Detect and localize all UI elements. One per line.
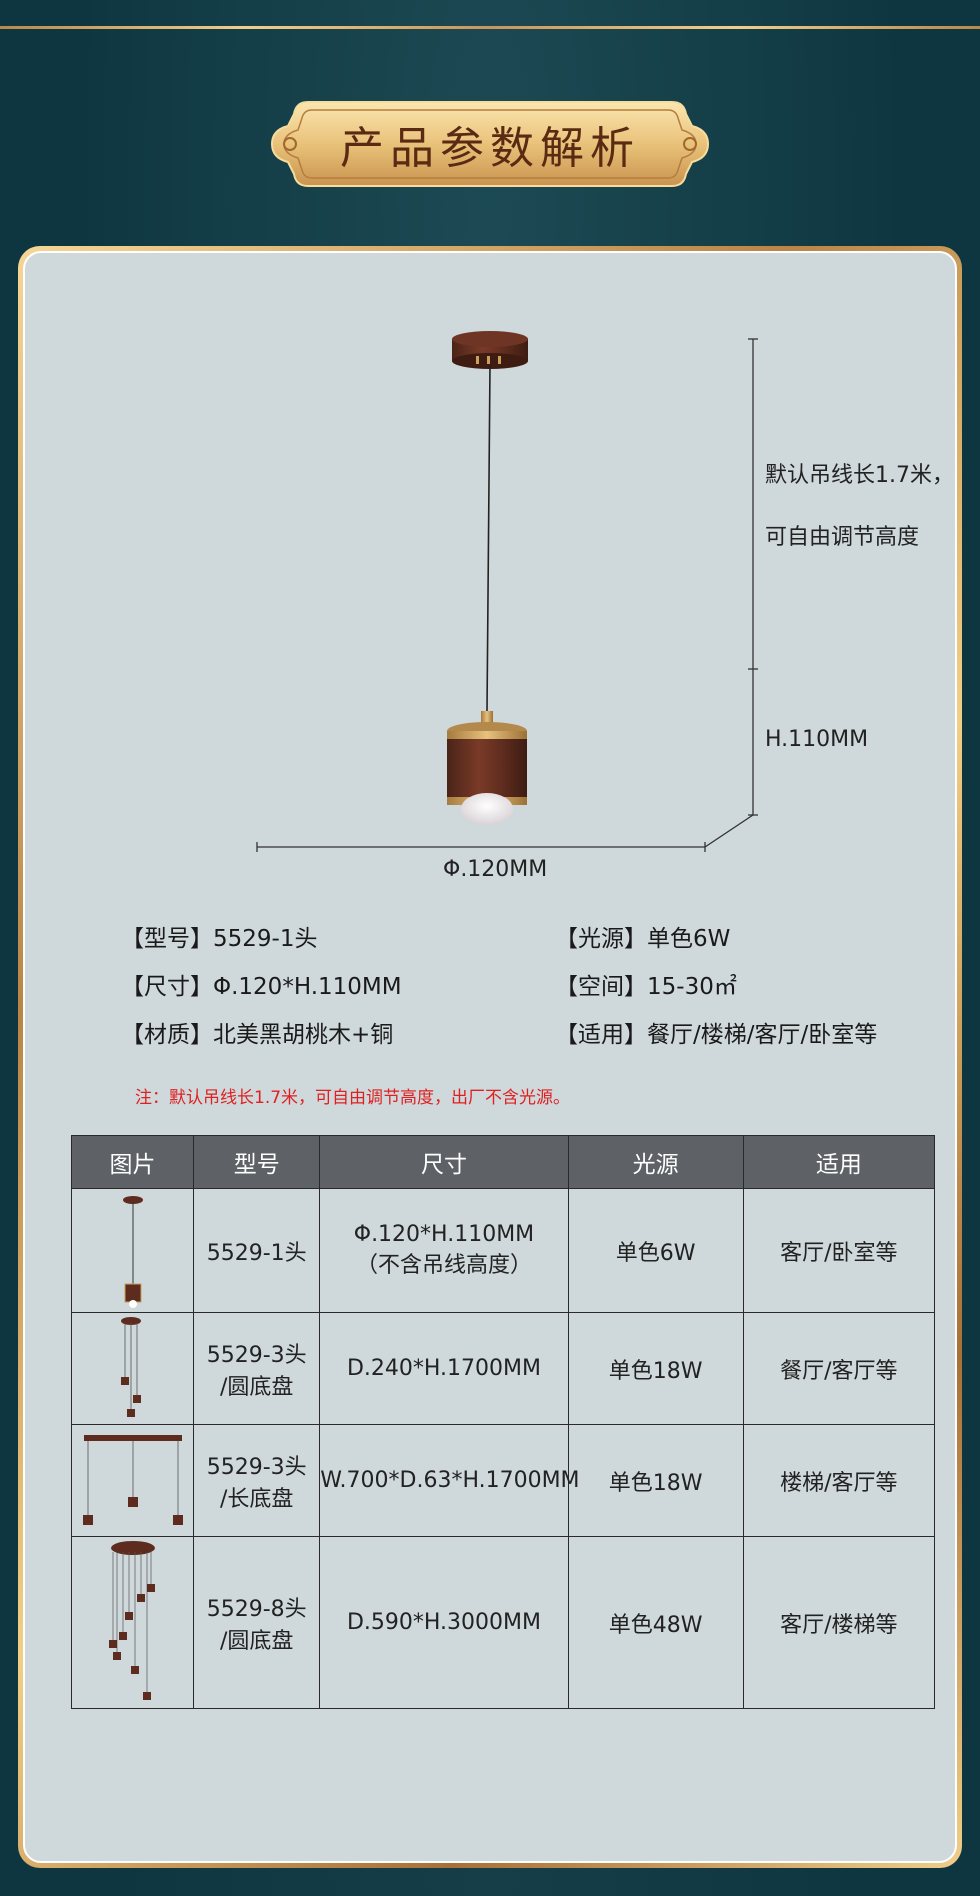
size-cell: D.240*H.1700MM (319, 1312, 569, 1425)
page-title: 产品参数解析 (340, 123, 640, 174)
height-dimension-lines (256, 338, 758, 852)
table-header-cell: 尺寸 (319, 1135, 569, 1189)
table-row: 5529-8头 /圆底盘 D.590*H.3000MM 单色48W 客厅/楼梯等 (70, 1536, 936, 1709)
lamp-shade (447, 711, 527, 825)
spec-model: 【型号】5529-1头 (121, 926, 318, 952)
three-pendant-linear-thumbnail (82, 1434, 183, 1525)
usage-cell: 客厅/楼梯等 (742, 1536, 936, 1709)
model-cell: 5529-3头 /长底盘 (193, 1424, 321, 1537)
cable-length-note-line1: 默认吊线长1.7米， (765, 463, 954, 488)
model-cell: 5529-1头 (193, 1188, 321, 1313)
usage-cell: 餐厅/客厅等 (742, 1312, 936, 1425)
model-cell: 5529-3头 /圆底盘 (193, 1312, 321, 1425)
ceiling-canopy (452, 331, 528, 369)
table-header-cell: 图片 (70, 1135, 195, 1189)
spec-material: 【材质】北美黑胡桃木+铜 (121, 1022, 394, 1048)
usage-cell: 楼梯/客厅等 (742, 1424, 936, 1537)
light-bulb (461, 793, 513, 825)
spec-space: 【空间】15-30㎡ (555, 974, 737, 1000)
size-cell: D.590*H.3000MM (319, 1536, 569, 1709)
table-header-cell: 适用 (742, 1135, 936, 1189)
size-cell: Φ.120*H.110MM （不含吊线高度） (319, 1188, 569, 1313)
three-pendant-round-thumbnail (120, 1316, 141, 1417)
light-cell: 单色18W (567, 1424, 744, 1537)
height-label: H.110MM (765, 727, 869, 752)
table-header-cell: 型号 (193, 1135, 321, 1189)
product-image-cell (70, 1536, 195, 1709)
top-gold-divider (0, 26, 980, 29)
light-cell: 单色18W (567, 1312, 744, 1425)
product-image-cell (70, 1312, 195, 1425)
title-badge: 产品参数解析 (268, 96, 712, 192)
size-cell: W.700*D.63*H.1700MM (319, 1424, 580, 1537)
light-cell: 单色6W (567, 1188, 744, 1313)
note-text: 注：默认吊线长1.7米，可自由调节高度，出厂不含光源。 (135, 1088, 571, 1108)
spec-size: 【尺寸】Φ.120*H.110MM (121, 974, 402, 1000)
lamp-dimension-diagram (256, 331, 758, 852)
eight-pendant-round-thumbnail (108, 1540, 155, 1700)
product-variants-table: 图片 型号 尺寸 光源 适用 (70, 1135, 936, 1709)
cable-length-note-line2: 可自由调节高度 (765, 525, 920, 550)
table-header-cell: 光源 (567, 1135, 744, 1189)
usage-cell: 客厅/卧室等 (742, 1188, 936, 1313)
spec-usage: 【适用】餐厅/楼梯/客厅/卧室等 (555, 1022, 878, 1048)
product-image-cell (70, 1424, 195, 1537)
model-cell: 5529-8头 /圆底盘 (193, 1536, 321, 1709)
table-row: 5529-1头 Φ.120*H.110MM （不含吊线高度） 单色6W 客厅/卧… (70, 1188, 936, 1313)
title-badge-frame (270, 101, 710, 187)
diameter-label: Φ.120MM (443, 857, 548, 882)
table-row: 5529-3头 /长底盘 W.700*D.63*H.1700MM 单色18W 楼… (70, 1424, 936, 1537)
light-cell: 单色48W (567, 1536, 744, 1709)
panel-frame: 默认吊线长1.7米， 可自由调节高度 H.110MM Φ.120MM 【型号】5… (18, 246, 962, 1868)
content-panel: 默认吊线长1.7米， 可自由调节高度 H.110MM Φ.120MM 【型号】5… (23, 251, 957, 1863)
suspension-cable (486, 364, 491, 712)
spec-light: 【光源】单色6W (555, 926, 731, 952)
table-row: 5529-3头 /圆底盘 D.240*H.1700MM 单色18W 餐厅/客厅等 (70, 1312, 936, 1425)
single-pendant-thumbnail (122, 1195, 143, 1308)
table-header-row: 图片 型号 尺寸 光源 适用 (70, 1135, 936, 1189)
product-image-cell (70, 1188, 195, 1313)
